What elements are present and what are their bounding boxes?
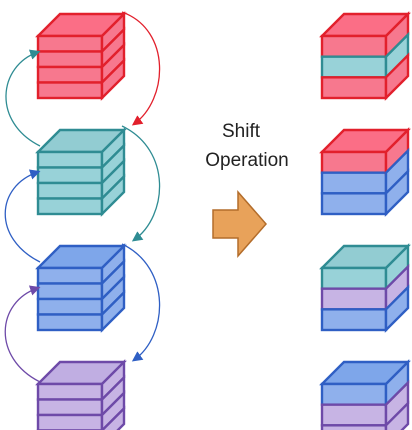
block-band-red [36,34,104,53]
shift-operation-label: Shift Operation [205,121,288,171]
arrow-teal-to-red [5,49,41,147]
block-band-red [36,65,104,84]
block-side-red [384,52,410,101]
left-block-column [35,11,127,430]
block-band-teal [36,181,104,200]
left-block-teal [35,127,127,217]
arrow-blue-to-teal [4,169,41,263]
block-side-blue [100,289,126,333]
arrow-blue-to-purple [121,243,161,362]
label-line-1: Shift [222,121,261,142]
shift-arrows [4,11,161,383]
block-band-teal [36,197,104,216]
block-band-blue [320,308,388,332]
block-band-blue [36,282,104,301]
block-side-purple [384,400,410,430]
left-block-red [35,11,127,101]
label-line-2: Operation [205,150,288,171]
block-band-purple [320,403,388,427]
left-block-blue [35,243,127,333]
shift-arrow-icon [212,190,267,258]
block-band-red [320,34,388,58]
block-band-blue [320,192,388,216]
block-band-blue [36,297,104,316]
right-block-column [319,11,411,430]
block-side-blue [384,284,410,333]
block-band-purple [36,413,104,430]
left-block-purple [35,359,127,430]
right-block-1 [319,11,411,101]
block-band-blue [320,171,388,195]
block-band-purple [36,398,104,417]
block-band-red [36,50,104,69]
block-side-blue [384,168,410,217]
block-band-red [36,81,104,100]
block-side-teal [100,173,126,217]
block-band-teal [36,150,104,169]
block-band-purple [320,424,388,430]
block-band-red [320,150,388,174]
arrow-purple-to-blue [4,285,41,383]
block-band-teal [36,166,104,185]
block-band-teal [320,55,388,79]
block-band-purple [320,287,388,311]
right-block-3 [319,243,411,333]
arrow-red-to-teal [121,11,161,126]
block-side-red [100,57,126,101]
block-side-purple [100,405,126,430]
block-band-blue [320,382,388,406]
block-band-teal [320,266,388,290]
block-band-blue [36,266,104,285]
block-band-purple [36,382,104,401]
arrow-teal-to-blue [121,125,161,242]
block-band-blue [36,313,104,332]
right-block-2 [319,127,411,217]
block-band-red [320,76,388,100]
right-block-4 [319,359,411,430]
